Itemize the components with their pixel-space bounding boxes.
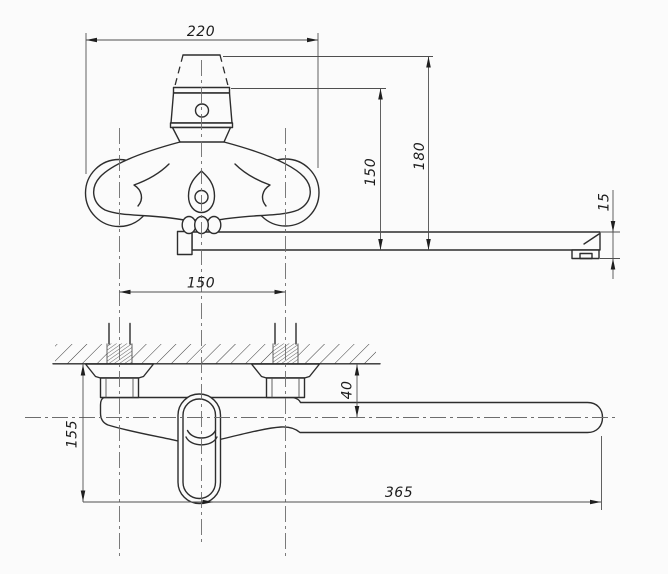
dim-label-180: 180 xyxy=(412,142,428,170)
wall-hatch xyxy=(55,344,376,364)
centerlines xyxy=(25,60,617,556)
dim-label-150-plan: 150 xyxy=(187,276,215,292)
dim-40: 40 xyxy=(340,364,360,417)
spout-tip-chamfer xyxy=(583,233,600,245)
left-arm-elbow xyxy=(133,163,170,207)
aerator-housing xyxy=(571,249,600,260)
dim-label-220: 220 xyxy=(187,24,215,40)
dim-155: 155 xyxy=(65,364,86,502)
dim-label-155: 155 xyxy=(65,420,81,448)
handle-plan xyxy=(177,393,222,505)
dim-150-plan: 150 xyxy=(119,276,286,295)
right-arm-elbow xyxy=(234,163,271,207)
dim-365: 365 xyxy=(83,436,602,510)
dim-180: 180 xyxy=(223,56,433,250)
faucet-body-plan xyxy=(99,396,604,442)
diverter-boss xyxy=(187,170,216,214)
handle-outer xyxy=(177,393,222,505)
dim-220: 220 xyxy=(85,24,319,174)
dimensions: 220 180 150 15 xyxy=(65,24,620,510)
dim-label-40: 40 xyxy=(340,381,356,400)
handle-inner xyxy=(182,398,217,500)
dim-150-front: 150 xyxy=(231,88,386,250)
plan-view xyxy=(52,322,604,505)
dim-15: 15 xyxy=(597,190,620,279)
front-view xyxy=(84,54,601,260)
lever-side-right-dashed xyxy=(219,54,230,88)
dim-label-150-front: 150 xyxy=(363,158,379,186)
aerator-insert xyxy=(579,252,593,260)
spout-tube-front xyxy=(191,231,601,251)
dim-label-365: 365 xyxy=(385,485,413,501)
lever-screw-hole xyxy=(194,103,210,118)
dim-label-15: 15 xyxy=(597,193,613,212)
lever-side-left-dashed xyxy=(173,54,184,88)
spout-front xyxy=(176,230,601,260)
spout-collar xyxy=(176,230,193,256)
supply-pipes xyxy=(108,322,297,345)
